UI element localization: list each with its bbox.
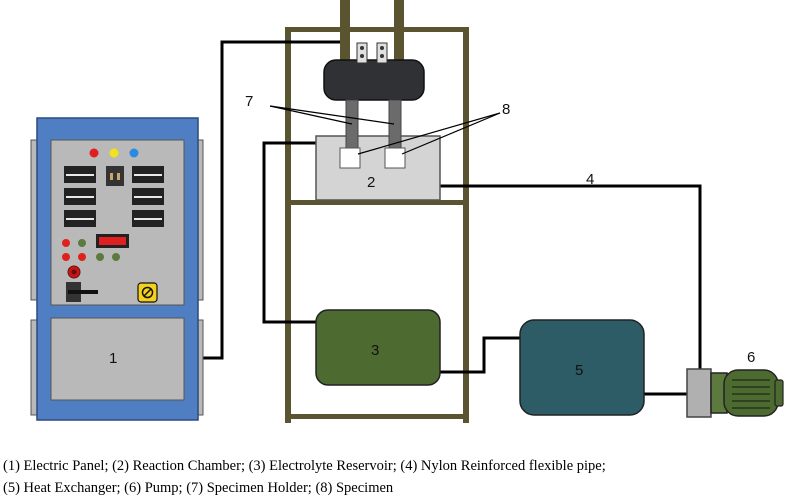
electric-panel <box>30 117 204 421</box>
caption-line-2: (5) Heat Exchanger; (6) Pump; (7) Specim… <box>3 480 394 496</box>
socket-icon <box>106 166 124 186</box>
label-reaction-chamber: 2 <box>367 174 375 191</box>
label-electrolyte-reservoir: 3 <box>371 342 379 359</box>
label-specimen: 8 <box>502 101 510 118</box>
electrolyte-reservoir <box>315 309 441 386</box>
specimen-holder <box>345 99 402 151</box>
pipes <box>201 40 702 396</box>
panel-buttons <box>62 239 120 261</box>
label-electric-panel: 1 <box>109 350 117 367</box>
specimen <box>339 147 406 169</box>
blue-indicator-icon <box>129 148 139 158</box>
label-specimen-holder: 7 <box>245 93 253 110</box>
leader-lines <box>269 105 501 155</box>
pipe-reservoir-to-hx <box>440 336 520 374</box>
apparatus-diagram: 1 2 3 4 5 6 7 8 <box>30 0 784 423</box>
switch-icon <box>66 282 98 302</box>
support-frame <box>285 0 469 423</box>
holder-clamp <box>323 42 425 101</box>
label-pipe: 4 <box>586 171 594 188</box>
label-heat-exchanger: 5 <box>575 362 583 379</box>
warning-icon <box>137 282 158 303</box>
heat-exchanger <box>519 319 645 416</box>
yellow-indicator-icon <box>109 148 119 158</box>
label-pump: 6 <box>747 349 755 366</box>
pipe-panel-to-top <box>201 40 340 360</box>
pump <box>686 368 784 418</box>
red-indicator-icon <box>89 148 99 158</box>
pipe-4-chamber-to-pump <box>440 184 702 369</box>
pipe-chamber-to-reservoir <box>262 141 316 324</box>
caption-line-1: (1) Electric Panel; (2) Reaction Chamber… <box>3 458 606 474</box>
